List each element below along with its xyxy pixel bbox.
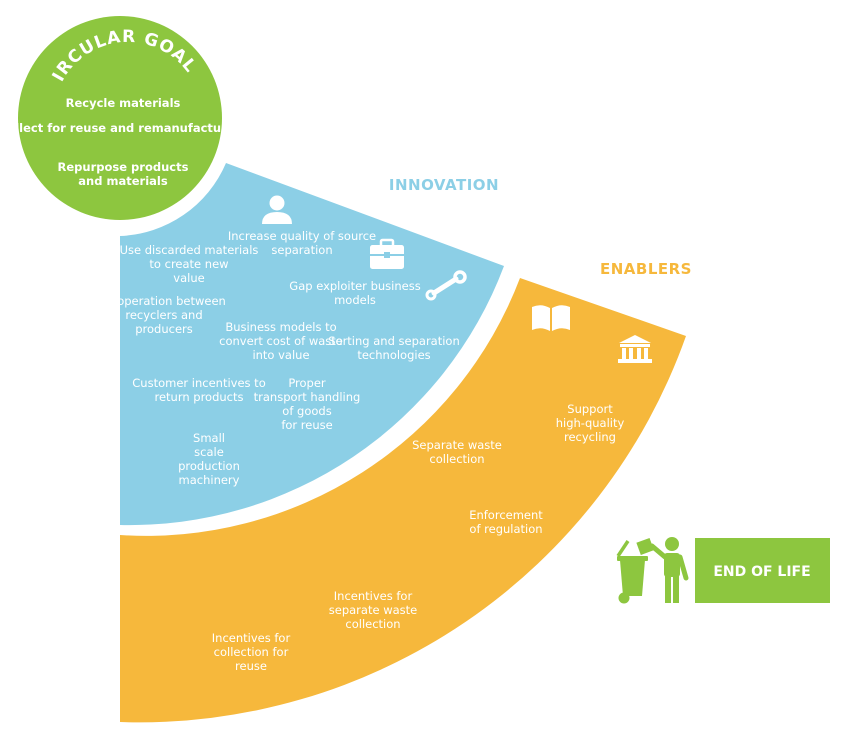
end-of-life-label: END OF LIFE: [713, 564, 810, 580]
briefcase-icon: [370, 238, 404, 269]
circular-goals-circle: [18, 16, 222, 220]
person-icon: [262, 195, 292, 224]
enablers-sector: [120, 278, 686, 723]
innovation-title: INNOVATION: [389, 176, 499, 194]
end-of-life-box: [695, 538, 830, 603]
institution-icon: [618, 335, 652, 363]
goal-recycle-materials: Recycle materials: [66, 96, 181, 110]
waste-bin-person-icon: [616, 537, 689, 604]
innovation-sector: [120, 163, 504, 526]
goal-collect-for-reuse: Collect for reuse and remanufacturing: [0, 121, 247, 135]
enablers-title: ENABLERS: [600, 260, 692, 278]
book-icon: [532, 305, 570, 331]
wrench-icon: [425, 270, 467, 301]
